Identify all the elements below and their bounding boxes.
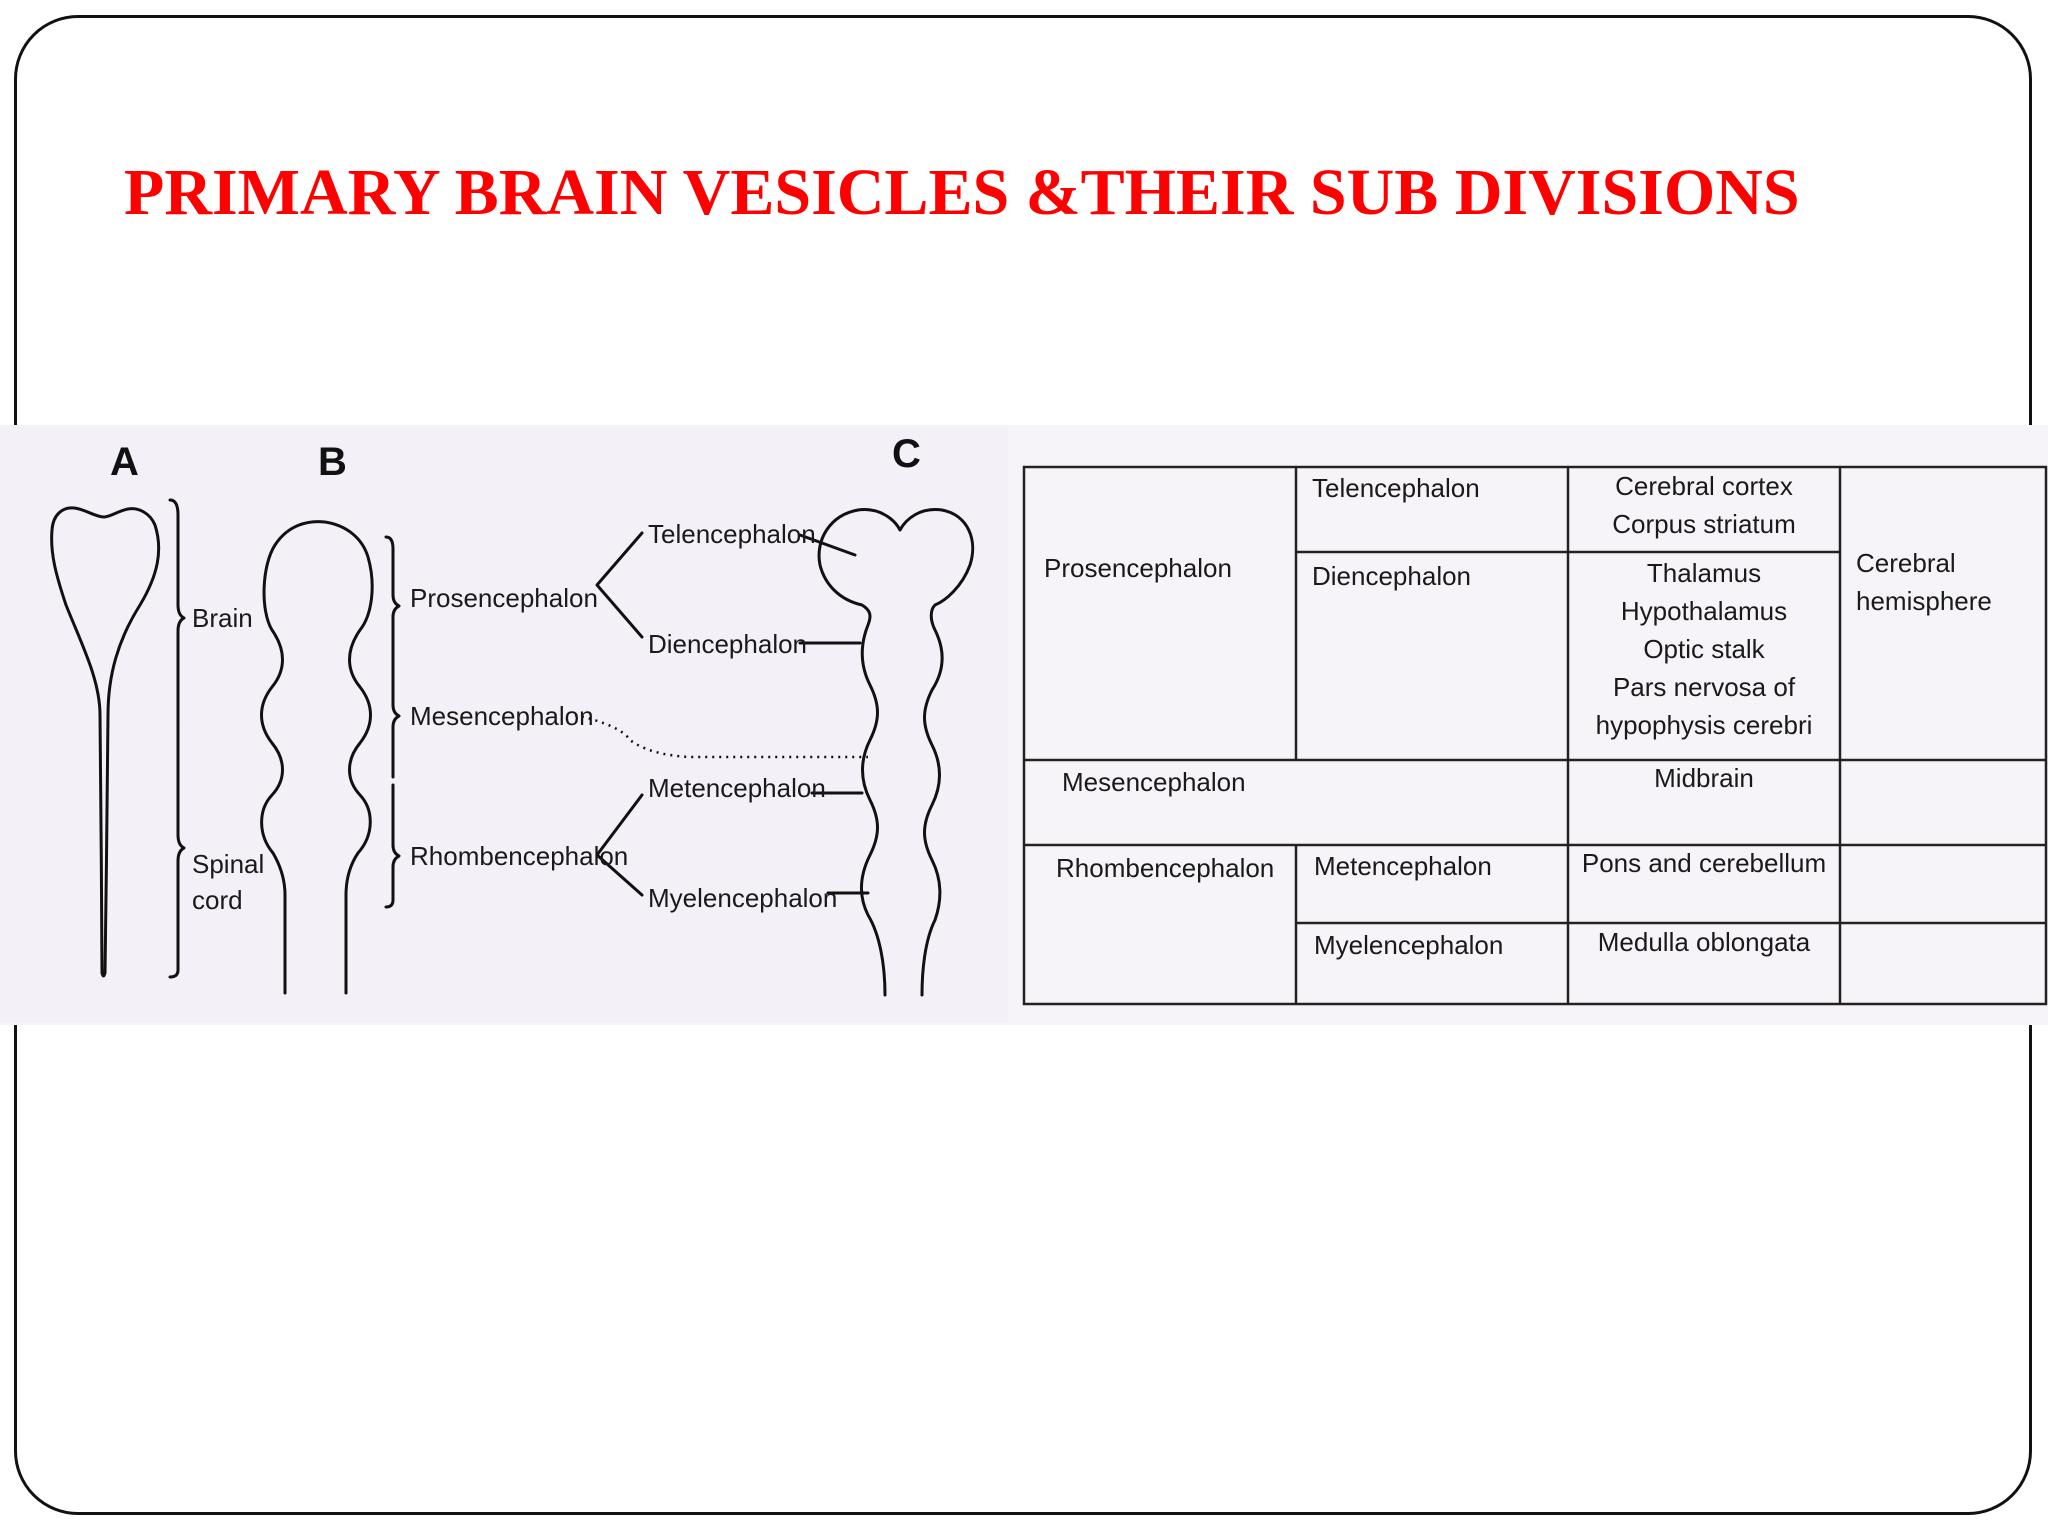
label-spinal: Spinal (192, 849, 264, 879)
cell-hemisphere: hemisphere (1856, 586, 1992, 616)
branch-prosencephalon (595, 531, 644, 639)
cell-pars-nervosa: Pars nervosa of (1613, 672, 1796, 702)
panel-letter-c: C (892, 432, 921, 476)
label-telencephalon: Telencephalon (648, 519, 816, 549)
cell-hypothalamus: Hypothalamus (1621, 596, 1787, 626)
label-metencephalon: Metencephalon (648, 773, 826, 803)
label-prosencephalon: Prosencephalon (410, 583, 598, 613)
bracket-prosencephalon (384, 535, 401, 667)
cell-optic-stalk: Optic stalk (1643, 634, 1765, 664)
cell-prosencephalon: Prosencephalon (1044, 553, 1232, 583)
diagram-svg: A B C Brain Spinal cord Prosencephalon M… (50, 432, 975, 997)
bracket-mesencephalon (391, 663, 401, 779)
cell-diencephalon: Diencephalon (1312, 561, 1471, 591)
table-border (1022, 465, 2048, 1006)
branch-rhombencephalon (595, 793, 644, 897)
neural-tube-c (817, 508, 975, 997)
cell-corpus-striatum: Corpus striatum (1612, 509, 1796, 539)
bracket-spinal-cord (168, 723, 186, 979)
cell-myelencephalon: Myelencephalon (1314, 930, 1503, 960)
cell-midbrain: Midbrain (1654, 763, 1754, 793)
leader-telencephalon (798, 533, 857, 557)
label-myelencephalon: Myelencephalon (648, 883, 837, 913)
cell-cerebral-cortex: Cerebral cortex (1615, 471, 1793, 501)
table-svg: Prosencephalon Telencephalon Diencephalo… (1022, 465, 2048, 1006)
cell-rhombencephalon: Rhombencephalon (1056, 853, 1274, 883)
cell-metencephalon: Metencephalon (1314, 851, 1492, 881)
label-cord: cord (192, 885, 243, 915)
cell-medulla-oblongata: Medulla oblongata (1598, 927, 1811, 957)
neural-tube-a (50, 506, 161, 978)
panel-letter-b: B (318, 440, 347, 484)
label-brain: Brain (192, 603, 253, 633)
label-mesencephalon: Mesencephalon (410, 701, 594, 731)
cell-pons-cerebellum: Pons and cerebellum (1582, 848, 1826, 878)
label-rhombencephalon: Rhombencephalon (410, 841, 628, 871)
panel-letter-a: A (110, 440, 139, 484)
bracket-brain (168, 498, 186, 727)
cell-cerebral: Cerebral (1856, 548, 1956, 578)
cell-thalamus: Thalamus (1647, 558, 1761, 588)
label-diencephalon: Diencephalon (648, 629, 807, 659)
cell-telencephalon: Telencephalon (1312, 473, 1480, 503)
subdivisions-table: Prosencephalon Telencephalon Diencephalo… (1008, 425, 2048, 1023)
neural-tube-b (260, 520, 374, 995)
slide-title: PRIMARY BRAIN VESICLES &THEIR SUB DIVISI… (124, 156, 1800, 229)
brain-vesicle-diagram: A B C Brain Spinal cord Prosencephalon M… (0, 425, 1008, 1023)
cell-mesencephalon: Mesencephalon (1062, 767, 1246, 797)
cell-hypophysis-cerebri: hypophysis cerebri (1596, 710, 1813, 740)
bracket-rhombencephalon (384, 783, 401, 909)
leader-mesencephalon-dotted (574, 713, 868, 759)
